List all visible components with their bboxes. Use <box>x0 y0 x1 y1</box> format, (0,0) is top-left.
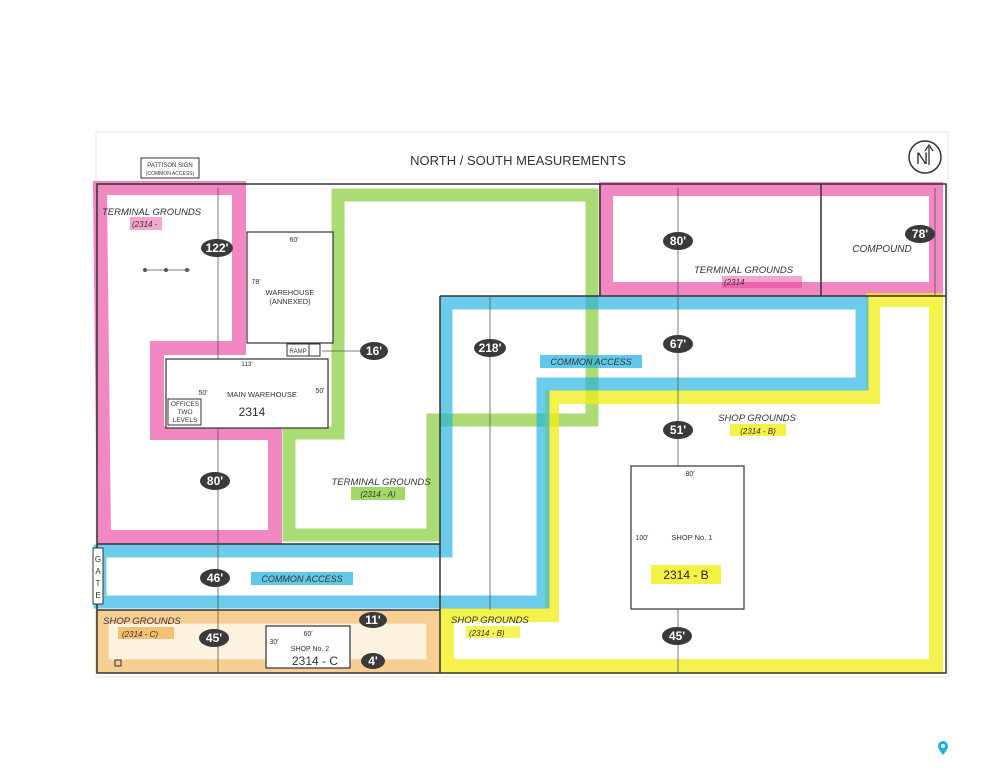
svg-text:67': 67' <box>670 337 686 351</box>
terminal-grounds-a-code: (2314 - A) <box>360 490 396 499</box>
svg-text:80': 80' <box>670 234 686 248</box>
measurement-badge-122: 122' <box>201 239 233 257</box>
warehouse-annexed-line2: (ANNEXED) <box>269 297 311 306</box>
common-access-upper-label: COMMON ACCESS <box>550 357 631 367</box>
terminal-grounds-nw-code: (2314 - <box>132 220 158 229</box>
main-warehouse-left-depth: 50' <box>198 390 207 397</box>
shop-grounds-b-lower-code: (2314 - B) <box>469 629 505 638</box>
measurement-badge-16: 16' <box>360 342 388 360</box>
svg-text:11': 11' <box>365 613 381 627</box>
shop-grounds-c-code: (2314 - C) <box>122 630 158 639</box>
measurement-badge-78: 78' <box>905 225 935 243</box>
main-warehouse-width: 113' <box>241 361 253 368</box>
main-warehouse-code: 2314 <box>239 405 266 419</box>
zone-shop-grounds-c <box>95 610 440 673</box>
ramp-label: RAMP <box>289 349 306 355</box>
svg-text:218': 218' <box>479 341 502 355</box>
shop1-depth: 100' <box>635 535 648 542</box>
common-access-lower-label: COMMON ACCESS <box>261 574 342 584</box>
offices-box <box>167 398 202 426</box>
ramp-box-side <box>308 343 321 357</box>
terminal-grounds-a-code-highlight <box>351 487 405 500</box>
gate-marker <box>92 547 104 605</box>
shop-grounds-c-name: SHOP GROUNDS <box>103 616 181 627</box>
zone-terminal-grounds-a <box>282 188 599 542</box>
warehouse-annexed-depth: 78' <box>251 279 260 286</box>
svg-text:122': 122' <box>206 241 229 255</box>
measurement-badge-4: 4' <box>361 653 385 669</box>
common-access-lower-highlight <box>251 572 353 585</box>
main-warehouse-right-depth: 50' <box>315 388 324 395</box>
compound-label: COMPOUND <box>852 244 911 255</box>
svg-text:16': 16' <box>366 344 382 358</box>
shop1-code-highlight <box>651 565 721 584</box>
svg-text:78': 78' <box>912 227 928 241</box>
measurement-badge-45-w: 45' <box>199 629 229 647</box>
shop-grounds-b-upper-name: SHOP GROUNDS <box>718 413 796 424</box>
warehouse-annexed-building <box>246 231 334 344</box>
measurement-badge-67: 67' <box>663 335 693 353</box>
offices-line3: LEVELS <box>173 417 198 424</box>
zone-terminal-grounds-ne <box>599 182 943 296</box>
property-lines <box>96 183 947 674</box>
measurement-badge-80-w: 80' <box>200 472 230 490</box>
pattison-sign-line2: (COMMON ACCESS) <box>146 171 195 177</box>
gate-letter-3: T <box>96 579 101 588</box>
shop1-code: 2314 - B <box>663 568 708 582</box>
terminal-grounds-a-name: TERMINAL GROUNDS <box>331 477 431 488</box>
shop-grounds-b-upper-code: (2314 - B) <box>740 427 776 436</box>
shop2-width: 60' <box>303 631 312 638</box>
svg-text:46': 46' <box>207 571 223 585</box>
terminal-grounds-ne-name: TERMINAL GROUNDS <box>694 265 794 276</box>
shop-grounds-c-code-highlight <box>118 627 174 639</box>
shop1-building <box>630 465 745 610</box>
fence-dots <box>143 268 190 272</box>
gate-letter-2: A <box>95 567 101 576</box>
page-title: NORTH / SOUTH MEASUREMENTS <box>410 153 626 168</box>
offices-line2: TWO <box>177 409 192 416</box>
svg-text:51': 51' <box>670 423 686 437</box>
terminal-grounds-ne-code-highlight <box>722 276 802 288</box>
measurement-badge-46: 46' <box>200 569 230 587</box>
svg-text:45': 45' <box>669 629 685 643</box>
gate-letter-1: G <box>95 555 101 564</box>
terminal-grounds-nw-name: TERMINAL GROUNDS <box>102 207 202 218</box>
terminal-grounds-nw-code-highlight <box>130 217 162 230</box>
svg-text:80': 80' <box>207 474 223 488</box>
svg-text:45': 45' <box>206 631 222 645</box>
shop2-building <box>265 625 351 669</box>
warehouse-annexed-line1: WAREHOUSE <box>266 288 315 297</box>
main-warehouse-name: MAIN WAREHOUSE <box>227 390 297 399</box>
gate-letter-4: E <box>95 591 100 600</box>
shop2-code: 2314 - C <box>292 654 338 668</box>
measurement-badge-218: 218' <box>474 339 506 357</box>
pattison-sign-box <box>140 157 200 179</box>
pattison-sign-line1: PATTISON SIGN <box>147 163 192 169</box>
measurement-badge-80-ne: 80' <box>663 232 693 250</box>
shop1-name: SHOP No. 1 <box>671 533 712 542</box>
measurement-badge-11: 11' <box>359 612 387 628</box>
svg-text:N: N <box>916 149 928 168</box>
shop-grounds-b-lower-name: SHOP GROUNDS <box>451 615 529 626</box>
shop2-name: SHOP No. 2 <box>291 646 329 653</box>
zone-shop-grounds-b <box>440 293 943 673</box>
shop-grounds-b-upper-code-highlight <box>730 424 786 436</box>
measurement-badge-51: 51' <box>663 421 693 439</box>
shop2-depth: 30' <box>269 639 278 646</box>
zone-common-access <box>93 296 869 609</box>
warehouse-annexed-width: 60' <box>289 237 298 244</box>
terminal-grounds-ne-code: (2314 <box>724 278 745 287</box>
measurement-badges: 122' 16' 218' 80' 78' 67' 51' 80' 46' 45… <box>199 225 935 669</box>
svg-text:4': 4' <box>368 654 378 668</box>
offices-line1: OFFICES <box>171 401 200 408</box>
shop-grounds-b-lower-code-highlight <box>466 626 520 638</box>
north-arrow-icon: N <box>908 140 942 174</box>
zone-terminal-grounds-nw <box>92 181 282 544</box>
shop1-width: 80' <box>685 471 694 478</box>
corner-marker <box>114 659 122 667</box>
measurement-badge-45-e: 45' <box>662 627 692 645</box>
common-access-upper-highlight <box>540 355 642 368</box>
location-pin-icon <box>938 741 948 755</box>
